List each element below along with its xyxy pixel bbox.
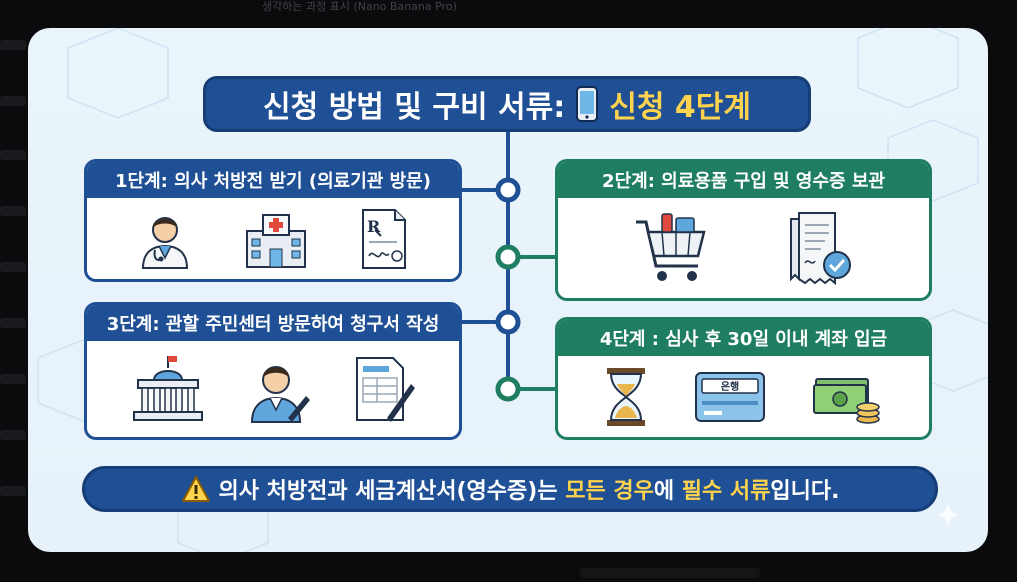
hourglass-icon	[606, 367, 645, 426]
step-2-card: 2단계: 의료용품 구입 및 영수증 보관	[555, 159, 932, 301]
title-text: 신청 방법 및 구비 서류:	[263, 90, 566, 125]
step-1-label: 1단계: 의사 처방전 받기 (의료기관 방문)	[87, 162, 459, 198]
warning-icon	[181, 476, 210, 502]
official-writing-icon	[250, 366, 310, 423]
step-4-label: 4단계 : 심사 후 30일 이내 계좌 입금	[558, 320, 929, 356]
cash-coins-icon	[813, 377, 880, 424]
step-connector-line	[462, 132, 555, 402]
title-banner: 신청 방법 및 구비 서류: 신청 4단계	[203, 76, 811, 132]
prescription-icon: R	[362, 208, 406, 269]
background-sidebar	[0, 0, 28, 582]
step-2-label: 2단계: 의료용품 구입 및 영수증 보관	[558, 162, 929, 198]
step-4-card: 4단계 : 심사 후 30일 이내 계좌 입금 은행	[555, 317, 932, 440]
form-document-icon	[355, 357, 415, 422]
background-footer-text	[580, 568, 760, 578]
notice-text-3: 입니다.	[770, 479, 840, 504]
required-documents-notice: 의사 처방전과 세금계산서(영수증)는 모든 경우에 필수 서류입니다.	[82, 466, 938, 512]
step-3-card: 3단계: 관할 주민센터 방문하여 청구서 작성	[84, 302, 462, 440]
title-accent-text: 신청 4단계	[609, 90, 751, 125]
notice-text-1: 의사 처방전과 세금계산서(영수증)는	[218, 479, 566, 504]
background-page-title: 생각하는 과정 표시 (Nano Banana Pro)	[262, 0, 457, 13]
bank-card-icon: 은행	[694, 371, 765, 422]
notice-text-2: 에	[653, 479, 682, 504]
shopping-cart-icon	[635, 213, 706, 281]
notice-highlight-all-cases: 모든 경우	[565, 479, 654, 504]
notice-highlight-required: 필수 서류	[681, 479, 771, 504]
smartphone-icon	[576, 86, 599, 122]
step-1-card: 1단계: 의사 처방전 받기 (의료기관 방문)	[84, 159, 462, 282]
doctor-icon	[141, 216, 189, 269]
infographic-image: 신청 방법 및 구비 서류: 신청 4단계 1단계: 의사 처방전 받기 (의료…	[28, 28, 988, 552]
sparkle-icon	[935, 502, 961, 528]
receipt-check-icon	[790, 212, 852, 286]
government-building-icon	[132, 356, 203, 421]
bank-card-text: 은행	[720, 380, 738, 393]
hospital-icon	[246, 213, 306, 268]
step-3-label: 3단계: 관할 주민센터 방문하여 청구서 작성	[87, 305, 459, 341]
